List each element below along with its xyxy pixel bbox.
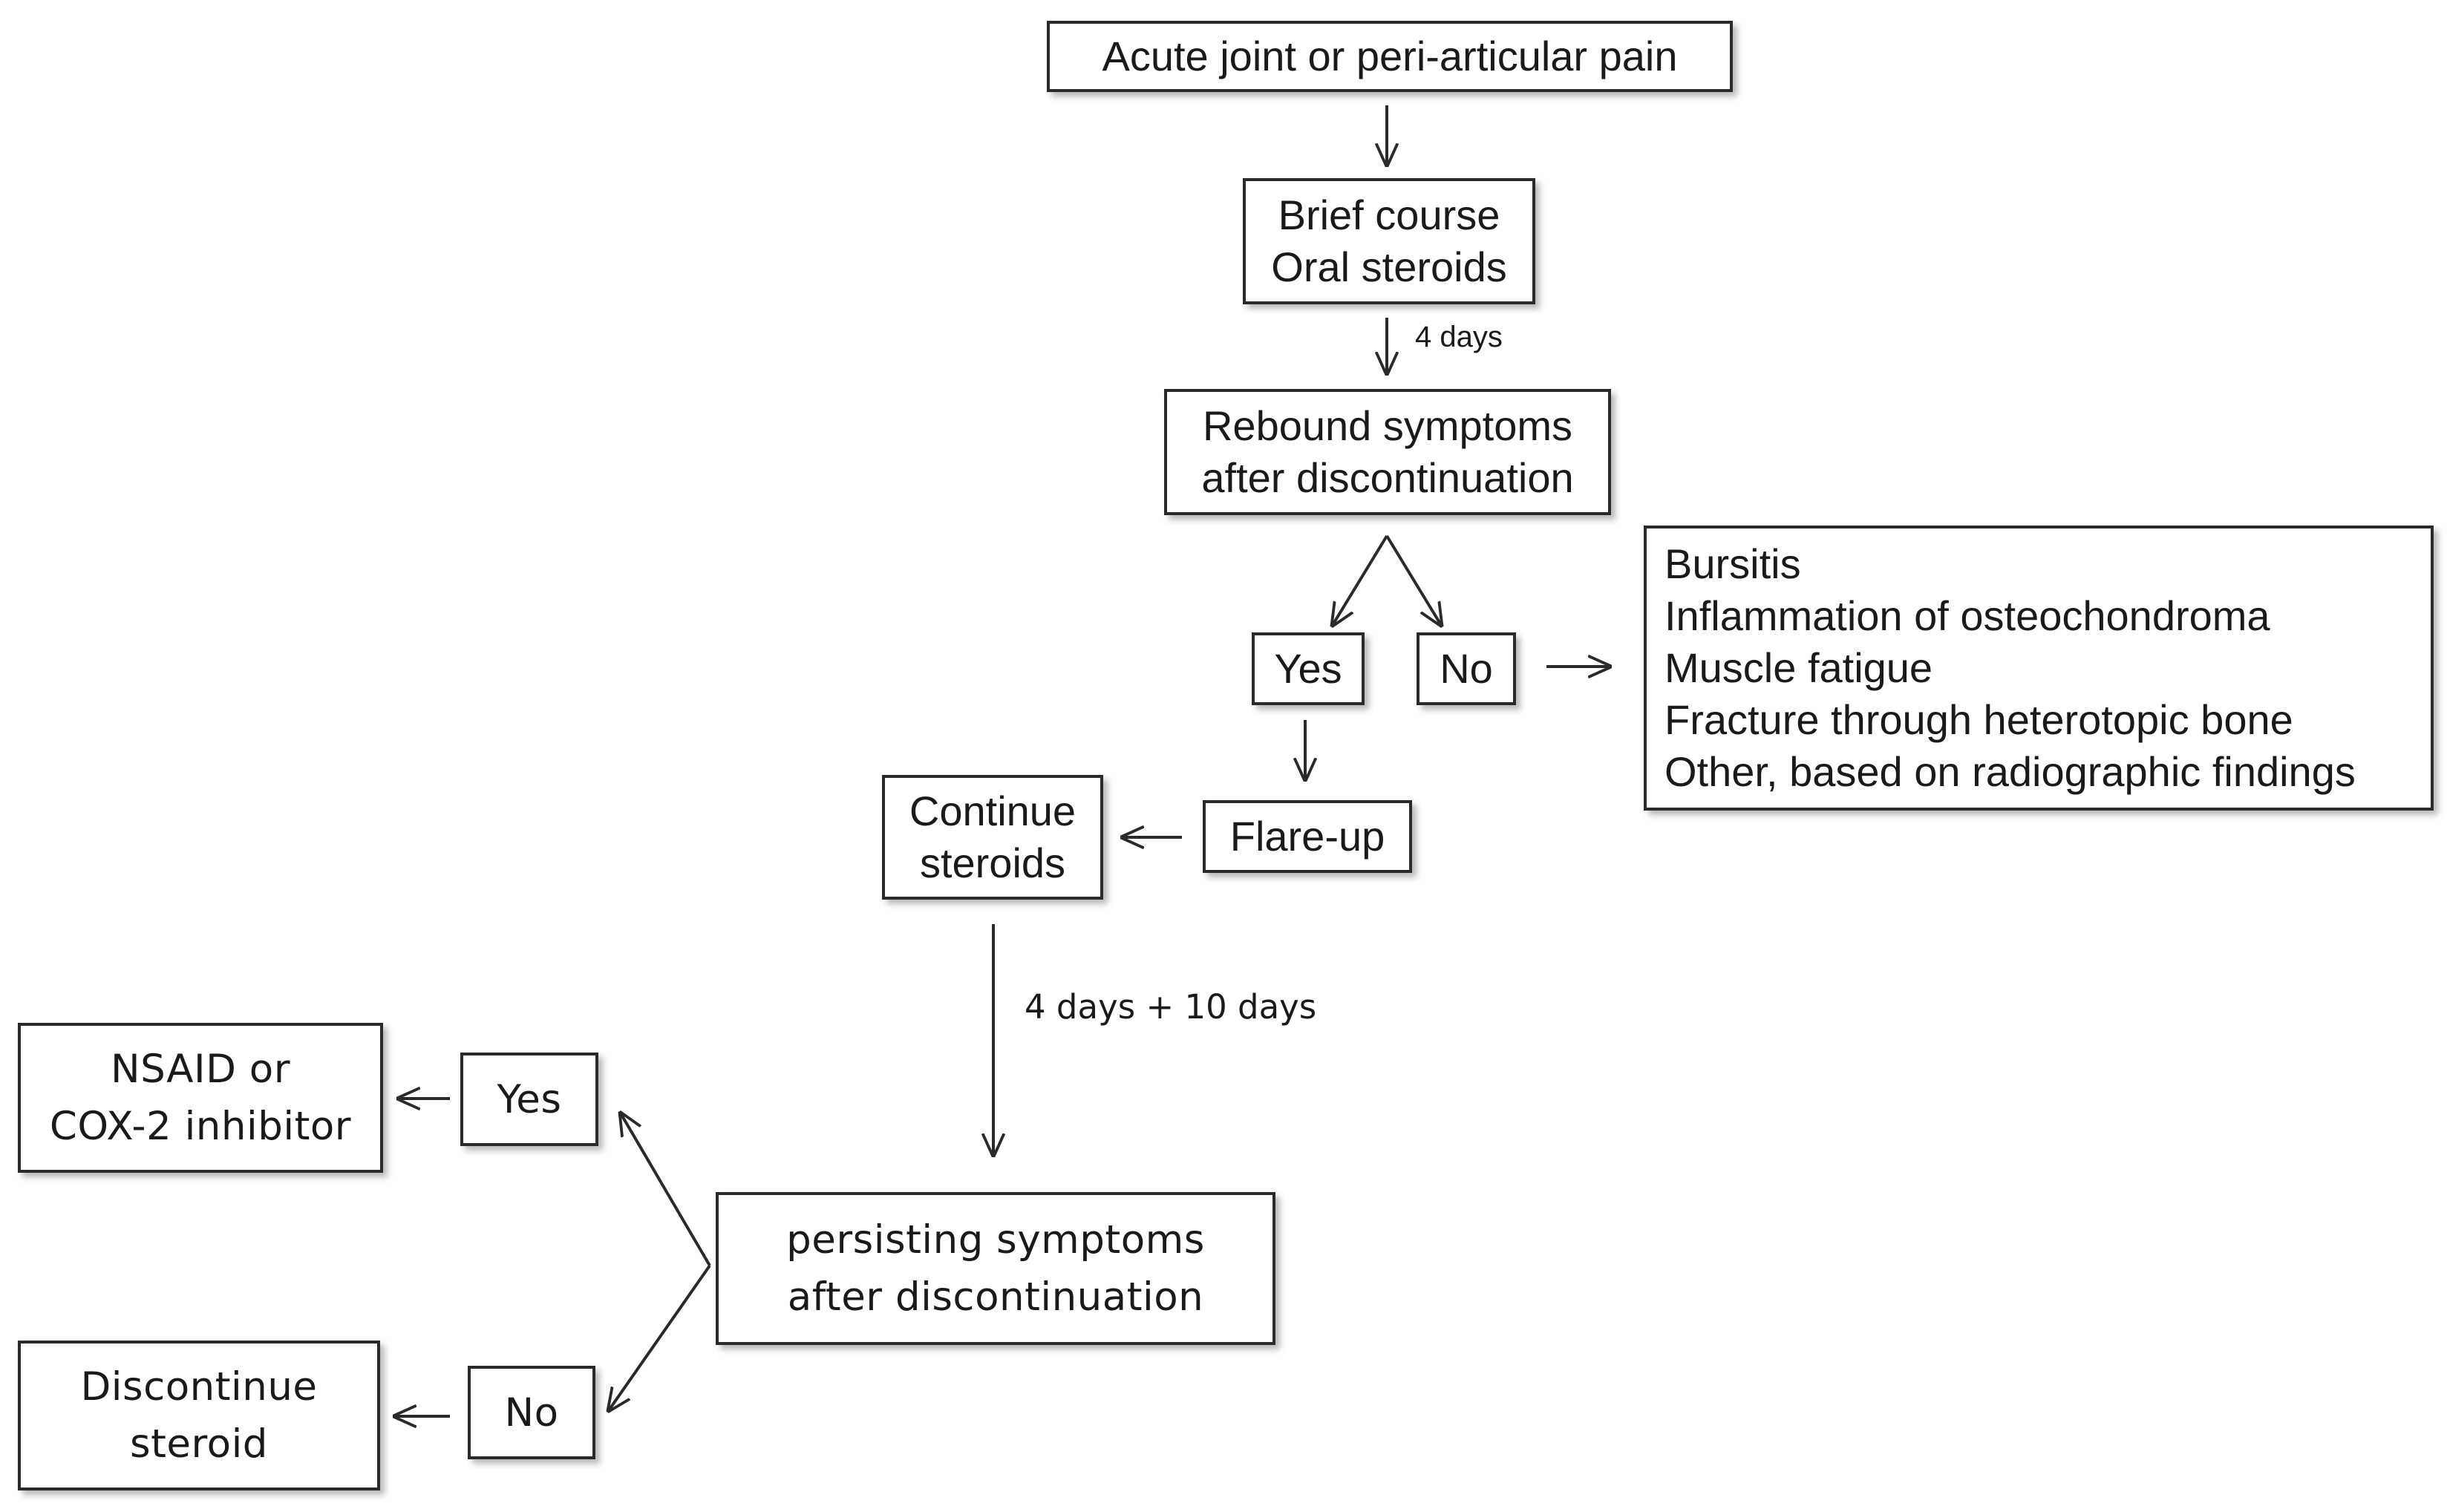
nsaid-line-2: COX-2 inhibitor bbox=[49, 1104, 352, 1149]
persisting-box: persisting symptoms after discontinuatio… bbox=[716, 1192, 1275, 1345]
yes-lower-label: Yes bbox=[497, 1076, 562, 1122]
brief-course-box: Brief course Oral steroids bbox=[1243, 178, 1535, 304]
arrow-persisting-to-yes bbox=[621, 1113, 711, 1267]
flare-up-label: Flare-up bbox=[1229, 813, 1385, 860]
discontinue-box: Discontinue steroid bbox=[18, 1341, 380, 1490]
yes-box-upper: Yes bbox=[1252, 632, 1365, 705]
continue-steroids-line-1: Continue bbox=[909, 788, 1077, 834]
no-lower-label: No bbox=[504, 1390, 559, 1436]
rebound-line-2: after discontinuation bbox=[1201, 454, 1574, 501]
acute-pain-box: Acute joint or peri-articular pain bbox=[1047, 21, 1733, 92]
brief-course-line-1: Brief course bbox=[1278, 192, 1500, 238]
yes-upper-label: Yes bbox=[1274, 645, 1342, 692]
arrow-rebound-to-yes bbox=[1333, 534, 1388, 625]
alternative-bursitis: Bursitis bbox=[1664, 540, 1801, 587]
four-days-label: 4 days bbox=[1415, 321, 1503, 353]
discontinue-line-1: Discontinue bbox=[80, 1364, 318, 1410]
alternative-other: Other, based on radiographic findings bbox=[1664, 748, 2356, 795]
alternative-osteochondroma: Inflammation of osteochondroma bbox=[1664, 592, 2270, 639]
rebound-line-1: Rebound symptoms bbox=[1202, 402, 1572, 449]
rebound-box: Rebound symptoms after discontinuation bbox=[1164, 389, 1611, 515]
arrow-persisting-to-no bbox=[609, 1264, 711, 1410]
acute-pain-line-1: Acute joint or peri-articular pain bbox=[1102, 33, 1678, 79]
alternatives-box: Bursitis Inflammation of osteochondroma … bbox=[1644, 526, 2434, 811]
nsaid-line-1: NSAID or bbox=[110, 1047, 291, 1092]
four-plus-ten-days-label: 4 days + 10 days bbox=[1025, 987, 1317, 1027]
yes-box-lower: Yes bbox=[460, 1053, 598, 1146]
no-box-upper: No bbox=[1417, 632, 1516, 705]
continue-steroids-box: Continue steroids bbox=[882, 775, 1103, 900]
alternative-fracture: Fracture through heterotopic bone bbox=[1664, 696, 2293, 743]
brief-course-line-2: Oral steroids bbox=[1271, 243, 1507, 290]
persisting-line-1: persisting symptoms bbox=[786, 1217, 1205, 1263]
discontinue-line-2: steroid bbox=[130, 1421, 268, 1467]
no-box-lower: No bbox=[468, 1366, 595, 1459]
alternative-muscle-fatigue: Muscle fatigue bbox=[1664, 644, 1933, 691]
no-upper-label: No bbox=[1440, 645, 1493, 692]
persisting-line-2: after discontinuation bbox=[787, 1274, 1204, 1320]
continue-steroids-line-2: steroids bbox=[919, 840, 1066, 886]
arrow-rebound-to-no bbox=[1385, 534, 1441, 625]
nsaid-box: NSAID or COX-2 inhibitor bbox=[18, 1023, 383, 1173]
flare-up-box: Flare-up bbox=[1203, 800, 1412, 873]
